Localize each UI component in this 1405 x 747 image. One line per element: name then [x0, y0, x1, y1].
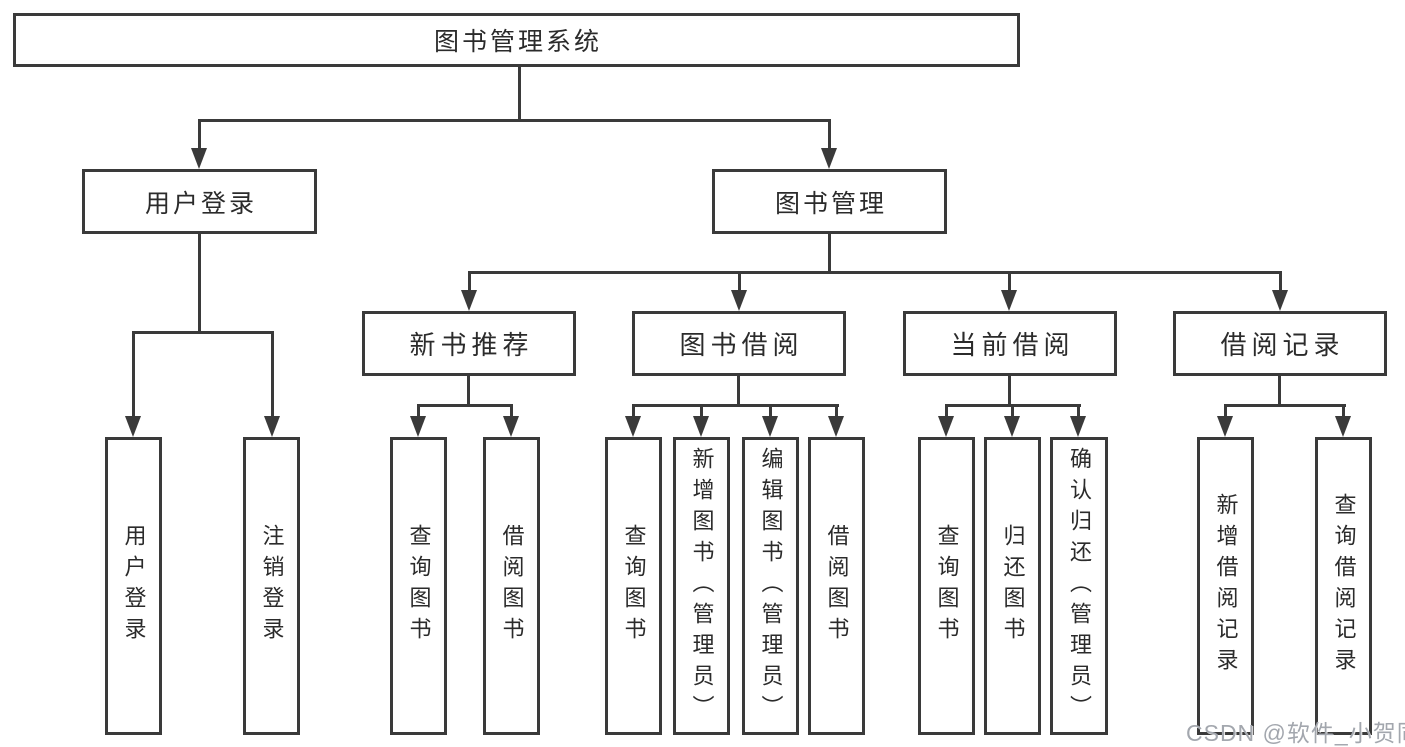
connector-stem [510, 404, 513, 418]
node-user-login: 用户登录 [82, 169, 317, 234]
csdn-watermark: CSDN @软件_小贺同学 [1186, 720, 1405, 746]
leaf-add-borrow-record: 新增借阅记录 [1197, 437, 1254, 735]
arrow-down-icon [125, 416, 141, 437]
arrow-down-icon [461, 290, 477, 311]
node-new-book-recommend: 新书推荐 [362, 311, 576, 376]
arrow-down-icon [1217, 416, 1233, 437]
connector-user-login-bus [132, 331, 274, 334]
connector-root-bus [198, 119, 831, 122]
arrow-down-icon [828, 416, 844, 437]
arrow-down-icon [625, 416, 641, 437]
connector-stem-new-book [468, 271, 471, 293]
leaf-return-books: 归还图书 [984, 437, 1041, 735]
connector-book-borrow-bus [632, 404, 839, 407]
arrow-down-icon [1004, 416, 1020, 437]
connector-stem [945, 404, 948, 418]
connector-user-login-trunk [198, 234, 201, 334]
arrow-down-icon [1001, 290, 1017, 311]
arrow-down-icon [1070, 416, 1086, 437]
leaf-add-books-admin: 新增图书（管理员） [673, 437, 730, 735]
connector-stem [632, 404, 635, 418]
connector-stem-leaf-logout [271, 331, 274, 418]
node-book-borrowing: 图书借阅 [632, 311, 846, 376]
arrow-down-icon [503, 416, 519, 437]
connector-stem-current-borrow [1008, 271, 1011, 293]
leaf-edit-books-admin: 编辑图书（管理员） [742, 437, 799, 735]
arrow-down-icon [693, 416, 709, 437]
arrow-down-icon [821, 148, 837, 169]
leaf-query-books: 查询图书 [605, 437, 662, 735]
connector-book-borrow-trunk [737, 376, 740, 407]
arrow-down-icon [191, 148, 207, 169]
connector-current-borrow-trunk [1008, 376, 1011, 407]
connector-stem-leaf-login [132, 331, 135, 418]
connector-stem [769, 404, 772, 418]
arrow-down-icon [938, 416, 954, 437]
node-borrowing-records: 借阅记录 [1173, 311, 1387, 376]
leaf-query-books: 查询图书 [918, 437, 975, 735]
node-library-management-system: 图书管理系统 [13, 13, 1020, 67]
connector-stem [835, 404, 838, 418]
arrow-down-icon [264, 416, 280, 437]
connector-borrow-records-bus [1224, 404, 1346, 407]
connector-stem-book-management [828, 119, 831, 152]
connector-stem [700, 404, 703, 418]
leaf-query-books: 查询图书 [390, 437, 447, 735]
connector-stem [1077, 404, 1080, 418]
leaf-borrow-books: 借阅图书 [808, 437, 865, 735]
connector-stem-user-login [198, 119, 201, 152]
connector-stem-borrow-records [1279, 271, 1282, 293]
leaf-confirm-return-admin: 确认归还（管理员） [1050, 437, 1108, 735]
connector-borrow-records-trunk [1278, 376, 1281, 407]
arrow-down-icon [762, 416, 778, 437]
arrow-down-icon [731, 290, 747, 311]
arrow-down-icon [410, 416, 426, 437]
connector-level3-bus [468, 271, 1282, 274]
node-current-borrowing: 当前借阅 [903, 311, 1117, 376]
connector-book-management-trunk [828, 234, 831, 274]
connector-stem [1224, 404, 1227, 418]
connector-stem [1011, 404, 1014, 418]
leaf-borrow-books: 借阅图书 [483, 437, 540, 735]
leaf-query-borrow-record: 查询借阅记录 [1315, 437, 1372, 735]
connector-root-trunk [518, 67, 521, 121]
connector-stem-book-borrow [738, 271, 741, 293]
connector-new-book-bus [417, 404, 513, 407]
connector-new-book-trunk [467, 376, 470, 407]
connector-stem [417, 404, 420, 418]
connector-stem [1342, 404, 1345, 418]
arrow-down-icon [1335, 416, 1351, 437]
node-book-management: 图书管理 [712, 169, 947, 234]
leaf-logout: 注销登录 [243, 437, 300, 735]
leaf-user-login: 用户登录 [105, 437, 162, 735]
arrow-down-icon [1272, 290, 1288, 311]
